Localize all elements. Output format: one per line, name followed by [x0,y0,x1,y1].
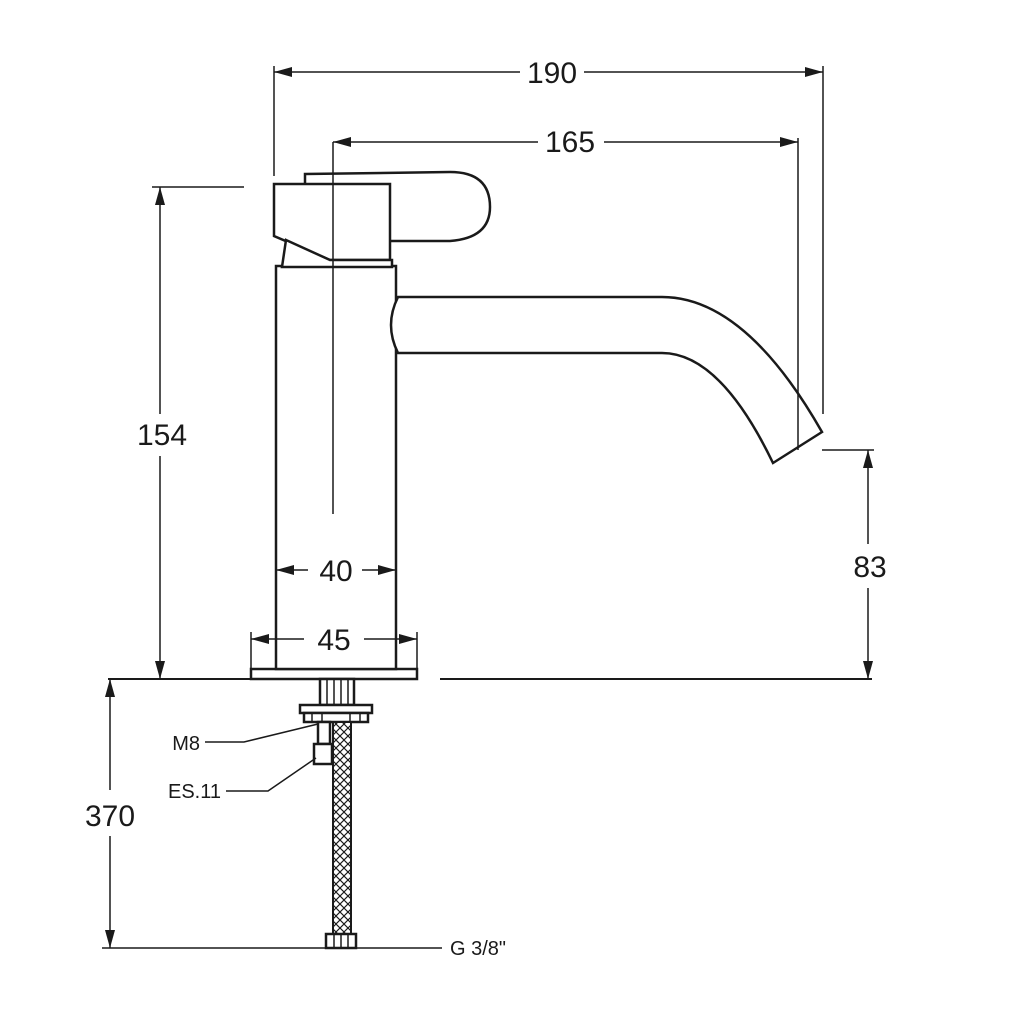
dim-190-label: 190 [527,57,577,90]
callout-m8-label: M8 [172,733,200,755]
dim-154-label: 154 [137,419,187,452]
callout-g38: G 3/8" [356,938,506,960]
dimension-40: 40 [276,555,396,588]
callout-m8: M8 [172,723,319,755]
dim-45-label: 45 [317,624,350,657]
callout-g38-label: G 3/8" [450,938,506,960]
dimension-83: 83 [822,449,887,679]
fixing-assembly [298,677,374,724]
base-plate [249,667,419,681]
dimension-165: 165 [333,126,799,450]
faucet-spout [389,295,824,465]
dim-370-label: 370 [85,800,135,833]
dimension-45: 45 [250,624,418,669]
callout-es11-label: ES.11 [168,781,221,803]
handle-neck [280,238,394,269]
dimension-190: 190 [273,57,824,414]
braided-hose [332,721,352,935]
dim-40-label: 40 [319,555,352,588]
dim-165-label: 165 [545,126,595,159]
dimension-154: 154 [137,186,244,679]
dimension-370: 370 [85,679,356,949]
callout-es11: ES.11 [168,757,317,803]
faucet-body [274,264,398,671]
m8-stud [316,720,332,746]
es11-fitting [312,742,334,766]
dim-83-label: 83 [853,551,886,584]
